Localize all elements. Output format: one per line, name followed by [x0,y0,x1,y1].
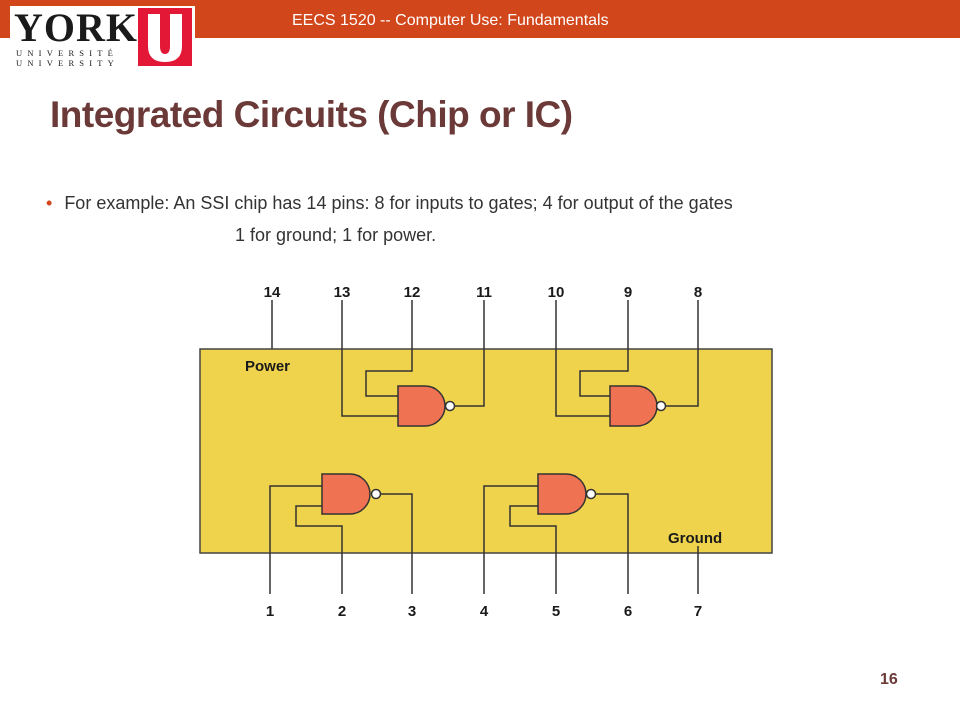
page-number: 16 [880,671,898,688]
logo-line-french: UNIVERSITÉ [16,48,119,58]
pin-label-4: 4 [480,603,489,620]
chip-body [199,348,773,554]
pin-label-3: 3 [408,603,416,620]
pin-label-8: 8 [694,284,702,301]
pin-label-2: 2 [338,603,346,620]
course-title: EECS 1520 -- Computer Use: Fundamentals [292,12,609,29]
bottom-pin-leads [269,553,699,594]
nand-gate-b [609,385,667,427]
ic-chip-diagram: Power Ground 14 13 12 11 10 9 8 1 2 3 4 … [199,284,773,620]
ground-label: Ground [668,530,722,547]
pin-label-11: 11 [476,284,492,301]
pin-label-14: 14 [264,284,281,301]
pin-label-5: 5 [552,603,560,620]
pin-label-9: 9 [624,284,632,301]
pin-label-6: 6 [624,603,632,620]
pin-label-7: 7 [694,603,702,620]
pin-label-10: 10 [548,284,565,301]
bullet-text-line1: For example: An SSI chip has 14 pins: 8 … [64,193,733,213]
bullet-point: • For example: An SSI chip has 14 pins: 8… [46,193,733,214]
nand-gate-a [397,385,456,427]
slide-title: Integrated Circuits (Chip or IC) [50,94,573,135]
logo-wordmark: YORK [14,5,138,50]
nand-gate-c [321,473,382,515]
logo-line-english: UNIVERSITY [16,58,119,68]
bullet-dot-icon: • [46,193,53,213]
pin-label-1: 1 [266,603,274,620]
pin-label-12: 12 [404,284,421,301]
power-label: Power [245,358,290,375]
nand-gate-d [537,473,597,515]
logo-u-mark [138,8,192,66]
bullet-text-line2: 1 for ground; 1 for power. [235,225,437,245]
top-pin-leads [271,300,699,349]
pin-label-13: 13 [334,284,351,301]
internal-wiring [269,349,699,553]
york-logo: YORK UNIVERSITÉ UNIVERSITY [10,6,195,68]
